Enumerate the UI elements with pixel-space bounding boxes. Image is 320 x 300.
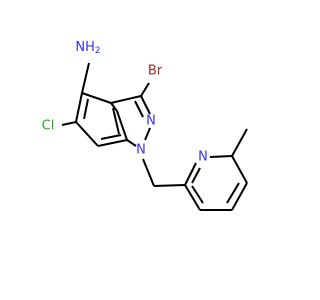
chlorine-label: Cl <box>42 119 55 134</box>
pyrazole-ring <box>110 95 151 147</box>
bond-c3-n2 <box>140 95 151 115</box>
bond-pc6-pc5 <box>231 155 248 184</box>
bond-n2-n1 <box>144 127 151 141</box>
bond-c6-c7-inner <box>100 134 122 140</box>
bond-c3a-c3 <box>110 95 142 104</box>
bond-c3a-c7a-inner <box>112 107 120 135</box>
bond-c4-c5 <box>75 92 83 123</box>
amine-h-glyph: H <box>85 40 95 55</box>
bond-pc2-pn-inner <box>191 167 201 184</box>
bond-c4-nh2 <box>81 62 90 94</box>
amine-n-glyph: N <box>75 40 85 55</box>
bond-c3-br <box>140 82 150 97</box>
indazole-n2-label: N <box>146 114 156 129</box>
bond-c4-c5-inner <box>83 98 89 120</box>
bond-n1-c7a <box>126 139 137 147</box>
substituent-bonds <box>61 62 150 126</box>
indazole-n1-label: N <box>136 143 146 158</box>
molecule-structure: NH2 Br Cl N N N <box>42 40 248 211</box>
bond-c7-c7a <box>116 110 128 141</box>
amine-subscript: 2 <box>95 46 101 56</box>
bond-pc2-pn <box>184 162 197 186</box>
bond-c6-c7 <box>97 139 128 147</box>
bond-ch2-pyridine <box>153 184 186 187</box>
bond-c3-n2-inner <box>134 100 144 118</box>
bond-c3a-c4 <box>81 92 112 104</box>
bond-pc5-pc4 <box>231 182 248 211</box>
methylene-linker <box>142 158 186 187</box>
bond-pc3-pc2 <box>184 184 201 211</box>
amine-label: NH2 <box>75 40 100 57</box>
bond-pn-pc6 <box>209 155 233 158</box>
benzene-ring <box>75 92 128 147</box>
pyridine-ring <box>184 155 248 211</box>
bond-pc5-pc4-inner <box>226 182 240 204</box>
bond-c7a-c3a <box>110 102 118 112</box>
pyridine-n-label: N <box>198 150 208 165</box>
bond-pc6-methyl <box>231 128 248 157</box>
bond-c5-cl <box>61 121 77 126</box>
bond-n1-ch2 <box>142 158 155 187</box>
bond-pc3-pc2-inner <box>191 185 204 204</box>
bond-c5-c6 <box>75 121 99 147</box>
bromine-label: Br <box>148 64 163 79</box>
